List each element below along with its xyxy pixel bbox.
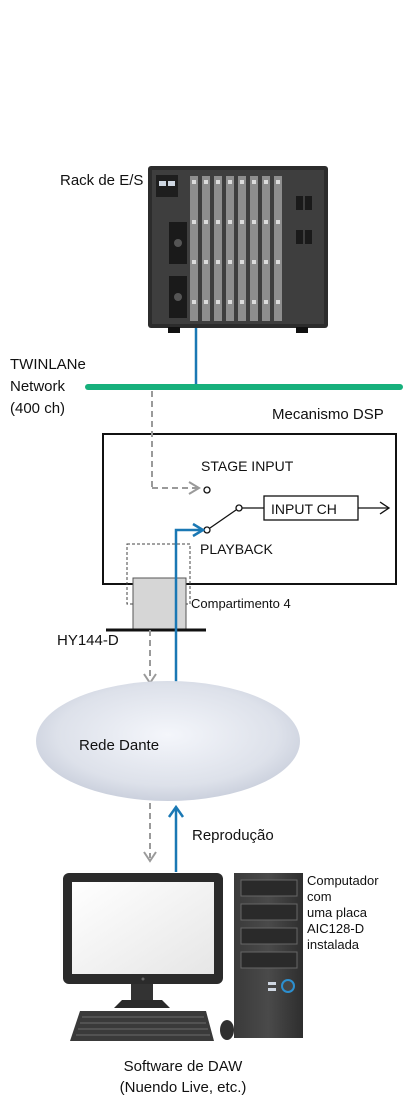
computer-label-line3: uma placa <box>307 905 368 920</box>
dante-network-label: Rede Dante <box>79 737 159 754</box>
input-ch-label: INPUT CH <box>271 501 337 517</box>
hy144-d-card <box>133 578 186 630</box>
computer-label-line1: Computador <box>307 873 379 888</box>
daw-label-line2: (Nuendo Live, etc.) <box>120 1079 247 1096</box>
io-rack-label: Rack de E/S <box>60 172 143 189</box>
playback-label: PLAYBACK <box>200 541 274 557</box>
computer-icon <box>63 873 303 1041</box>
network-label-line1: TWINLANe <box>10 356 86 373</box>
slot-4-label: Compartimento 4 <box>191 596 291 611</box>
dsp-engine-label: Mecanismo DSP <box>272 406 384 423</box>
stage-input-terminal <box>204 487 210 493</box>
network-label-line3: (400 ch) <box>10 400 65 417</box>
daw-label-line1: Software de DAW <box>124 1058 243 1075</box>
stage-input-label: STAGE INPUT <box>201 458 294 474</box>
io-rack-icon <box>148 166 328 333</box>
computer-label-line5: instalada <box>307 937 360 952</box>
computer-label-line4: AIC128-D <box>307 921 364 936</box>
network-label-line2: Network <box>10 378 66 395</box>
dante-network-cloud <box>36 681 300 801</box>
hy144-d-label: HY144-D <box>57 632 119 649</box>
reproduction-label: Reprodução <box>192 827 274 844</box>
computer-label-line2: com <box>307 889 332 904</box>
switch-pivot-terminal <box>236 505 242 511</box>
